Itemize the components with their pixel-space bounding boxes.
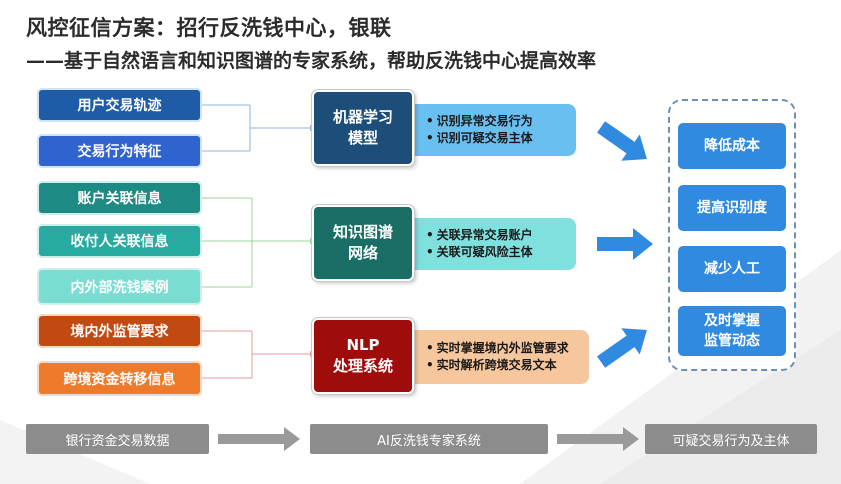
desc-nlp: •实时掌握境内外监管要求 •实时解析跨境交易文本 bbox=[404, 330, 589, 384]
footer-data-source: 银行资金交易数据 bbox=[26, 424, 209, 454]
desc-point: 关联可疑风险主体 bbox=[436, 245, 533, 259]
outcome-label-line2: 监管动态 bbox=[704, 333, 760, 349]
desc-machine-learning: •识别异常交易行为 •识别可疑交易主体 bbox=[404, 104, 576, 156]
desc-point: 识别可疑交易主体 bbox=[436, 131, 533, 145]
outcome-label: 及时掌握 bbox=[704, 313, 760, 329]
page-subtitle: ——基于自然语言和知识图谱的专家系统，帮助反洗钱中心提高效率 bbox=[26, 50, 597, 72]
outcome-improve-recognition: 提高识别度 bbox=[678, 185, 786, 231]
input-payer-relations: 收付人关联信息 bbox=[37, 224, 202, 258]
input-account-relations: 账户关联信息 bbox=[37, 181, 202, 215]
page-title: 风控征信方案：招行反洗钱中心，银联 bbox=[26, 16, 392, 40]
desc-point: 识别异常交易行为 bbox=[436, 114, 533, 128]
outcome-label: 提高识别度 bbox=[697, 200, 767, 216]
model-nlp: NLP 处理系统 bbox=[312, 318, 414, 394]
input-transaction-features: 交易行为特征 bbox=[37, 134, 202, 168]
bullet-glyph: • bbox=[426, 245, 434, 259]
outcome-reduce-labor: 减少人工 bbox=[678, 246, 786, 292]
desc-knowledge-graph: •关联异常交易账户 •关联可疑风险主体 bbox=[404, 218, 576, 270]
desc-point: 关联异常交易账户 bbox=[436, 228, 533, 242]
bullet-glyph: • bbox=[426, 341, 434, 355]
footer-ai-system: AI反洗钱专家系统 bbox=[310, 424, 548, 454]
input-regulatory-requirements: 境内外监管要求 bbox=[37, 314, 202, 348]
desc-point: 实时解析跨境交易文本 bbox=[436, 358, 557, 372]
input-user-trajectory: 用户交易轨迹 bbox=[37, 88, 202, 122]
footer-output: 可疑交易行为及主体 bbox=[645, 424, 817, 454]
input-laundering-cases: 内外部洗钱案例 bbox=[37, 268, 202, 305]
outcome-reduce-cost: 降低成本 bbox=[678, 123, 786, 169]
bullet-glyph: • bbox=[426, 114, 434, 128]
input-crossborder-transfer: 跨境资金转移信息 bbox=[37, 361, 202, 396]
outcome-label: 减少人工 bbox=[704, 261, 760, 277]
outcome-regulatory-dynamics: 及时掌握监管动态 bbox=[678, 306, 786, 356]
model-subtitle: 网络 bbox=[347, 244, 378, 262]
bullet-glyph: • bbox=[426, 228, 434, 242]
model-subtitle: 模型 bbox=[347, 129, 378, 147]
bullet-glyph: • bbox=[426, 358, 434, 372]
model-machine-learning: 机器学习模型 bbox=[312, 90, 414, 166]
model-knowledge-graph: 知识图谱网络 bbox=[312, 205, 414, 281]
model-title: 知识图谱 bbox=[332, 223, 393, 241]
desc-point: 实时掌握境内外监管要求 bbox=[436, 341, 569, 355]
bullet-glyph: • bbox=[426, 131, 434, 145]
model-subtitle: 处理系统 bbox=[332, 357, 393, 375]
model-title: 机器学习 bbox=[332, 108, 393, 126]
outcome-label: 降低成本 bbox=[704, 138, 760, 154]
model-title: NLP bbox=[346, 336, 380, 354]
